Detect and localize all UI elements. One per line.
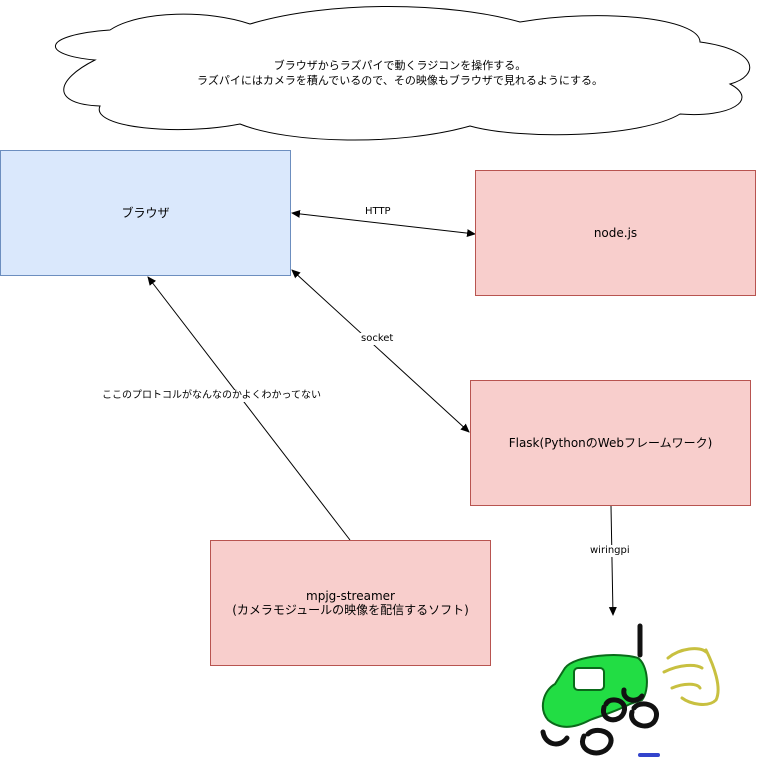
exhaust-scribble: [680, 648, 720, 706]
car-wheel: [601, 697, 628, 723]
exhaust-scribble: [662, 663, 704, 674]
cloud-description: ブラウザからラズパイで動くラジコンを操作する。 ラズパイにはカメラを積んでいるの…: [60, 58, 740, 88]
stream-edge: [147, 276, 351, 541]
socket-label: socket: [359, 333, 396, 345]
wiringpi-edge: [608, 505, 617, 616]
nodejs-label: node.js: [593, 226, 638, 240]
flask-label: Flask(PythonのWebフレームワーク): [508, 436, 713, 450]
streamer-label-desc: (カメラモジュールの映像を配信するソフト): [232, 603, 469, 617]
http-edge: [291, 209, 476, 238]
streamer-label-name: mpjg-streamer: [306, 589, 395, 603]
browser-label: ブラウザ: [121, 206, 170, 220]
browser-node[interactable]: ブラウザ: [0, 150, 291, 276]
cloud-shape: [54, 6, 750, 141]
car-drawing: [540, 623, 720, 757]
car-window: [573, 667, 605, 691]
car-wheel: [621, 687, 645, 703]
car-wheel: [629, 701, 659, 729]
mjpg-streamer-node[interactable]: mpjg-streamer (カメラモジュールの映像を配信するソフト): [210, 540, 491, 666]
http-label: HTTP: [363, 206, 393, 218]
cloud-line-1: ブラウザからラズパイで動くラジコンを操作する。: [273, 59, 527, 72]
flask-node[interactable]: Flask(PythonのWebフレームワーク): [470, 380, 751, 506]
car-wheel: [540, 729, 570, 747]
cloud-line-2: ラズパイにはカメラを積んでいるので、その映像もブラウザで見れるようにする。: [197, 74, 603, 87]
socket-edge: [291, 269, 470, 433]
car-wheel: [580, 728, 614, 756]
exhaust-scribble: [670, 682, 702, 690]
wiringpi-label: wiringpi: [588, 545, 632, 557]
stream-protocol-label: ここのプロトコルがなんなのかよくわかってない: [100, 390, 323, 402]
exhaust-scribble: [666, 647, 708, 660]
nodejs-node[interactable]: node.js: [475, 170, 756, 296]
